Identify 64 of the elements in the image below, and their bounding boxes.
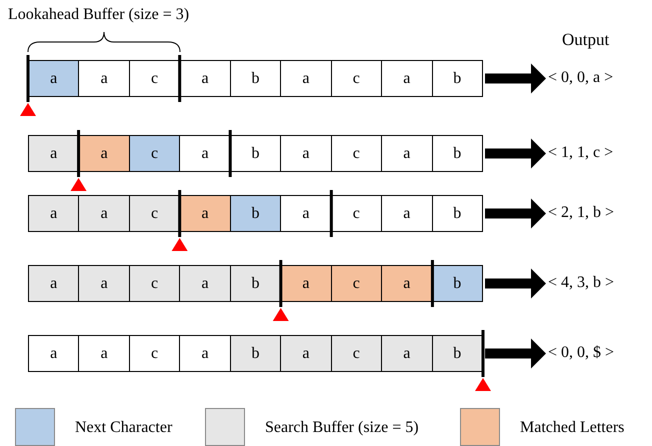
letter-cell: b: [432, 61, 482, 96]
letter-cell: a: [382, 61, 432, 96]
letter-cell: b: [230, 266, 282, 301]
block-arrow: [485, 198, 546, 228]
letter-cell: a: [79, 266, 130, 301]
block-arrow: [485, 268, 546, 298]
letter-cell: b: [230, 196, 282, 231]
output-tuple: < 1, 1, c >: [548, 144, 614, 162]
letter-cell: a: [79, 336, 130, 371]
letter-cell: b: [432, 196, 482, 231]
letter-cell: a: [281, 61, 332, 96]
letter-cell: a: [281, 196, 332, 231]
buffer-label: Lookahead Buffer (size = 3): [8, 6, 190, 24]
letter-cell: b: [230, 336, 282, 371]
block-arrow: [485, 64, 546, 94]
block-arrow: [485, 338, 546, 368]
block-arrow: [485, 138, 546, 168]
letter-cell: a: [382, 136, 432, 171]
letter-cell: a: [29, 61, 80, 96]
letter-cell: b: [230, 136, 282, 171]
letter-cell: b: [432, 136, 482, 171]
letter-cell: a: [79, 61, 130, 96]
letter-cell: a: [180, 196, 231, 231]
column-heading: Output: [562, 30, 610, 50]
letter-cell: a: [29, 336, 80, 371]
string-row: [28, 195, 483, 232]
letter-cell: a: [281, 266, 332, 301]
letter-cell: a: [281, 136, 332, 171]
letter-cell: a: [79, 136, 130, 171]
letter-cell: b: [432, 336, 482, 371]
letter-cell: c: [130, 336, 180, 371]
letter-cell: c: [130, 136, 180, 171]
letter-cell: a: [29, 266, 80, 301]
letter-cell: a: [79, 196, 130, 231]
string-row: [28, 265, 483, 302]
letter-cell: c: [130, 61, 180, 96]
letter-cell: a: [382, 336, 432, 371]
letter-cell: a: [382, 266, 432, 301]
letter-cell: a: [180, 61, 231, 96]
letter-cell: a: [180, 266, 231, 301]
letter-cell: c: [130, 196, 180, 231]
letter-cell: c: [332, 61, 382, 96]
letter-cell: a: [382, 196, 432, 231]
legend-label: Search Buffer (size = 5): [265, 419, 419, 437]
letter-cell: b: [230, 61, 282, 96]
string-row: [28, 135, 483, 172]
letter-cell: c: [130, 266, 180, 301]
letter-cell: b: [432, 266, 482, 301]
letter-cell: c: [332, 196, 382, 231]
output-tuple: < 0, 0, a >: [548, 69, 614, 87]
letter-cell: c: [332, 136, 382, 171]
letter-cell: a: [281, 336, 332, 371]
legend-label: Matched Letters: [520, 419, 624, 437]
legend-label: Next Character: [75, 419, 172, 437]
letter-cell: c: [332, 266, 382, 301]
letter-cell: a: [29, 136, 80, 171]
string-row: [28, 60, 483, 97]
letter-cell: a: [180, 136, 231, 171]
output-tuple: < 2, 1, b >: [548, 204, 614, 222]
letter-cell: c: [332, 336, 382, 371]
letter-cell: a: [29, 196, 80, 231]
string-row: [28, 335, 483, 372]
output-tuple: < 0, 0, $ >: [548, 344, 614, 362]
output-tuple: < 4, 3, b >: [548, 274, 614, 292]
